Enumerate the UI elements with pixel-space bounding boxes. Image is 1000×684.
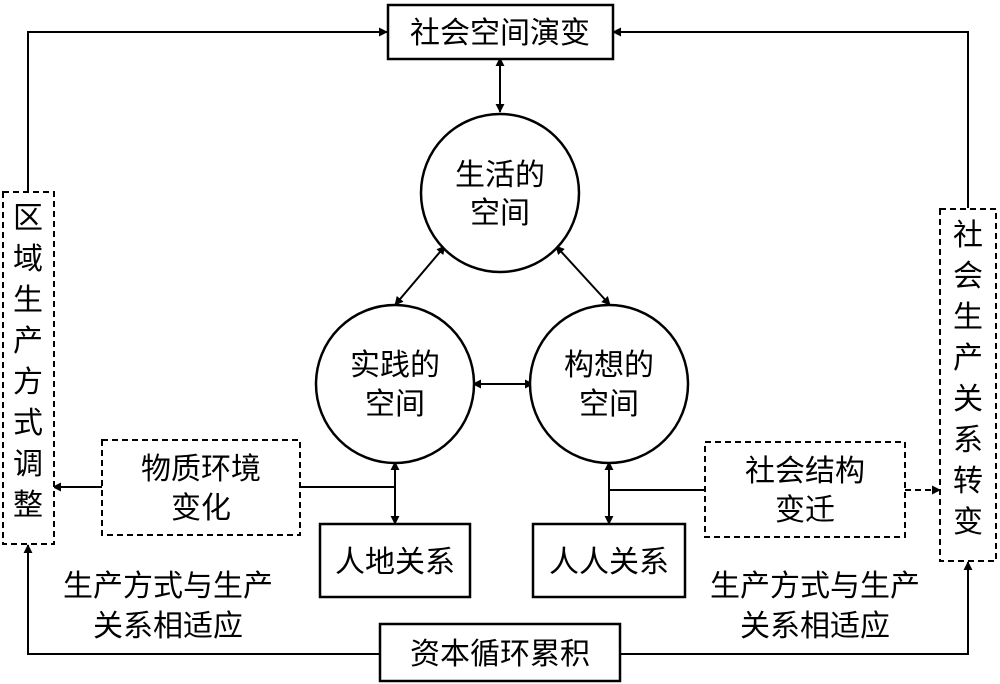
node-capital-accumulation: 资本循环累积 — [378, 622, 622, 683]
connectors — [23, 27, 973, 655]
label-left-adaptation: 生产方式与生产 关系相适应 — [63, 569, 273, 644]
node-social-structure-change: 社会结构 变迁 — [704, 441, 906, 538]
node-material-environment-change: 物质环境 变化 — [101, 439, 301, 536]
vertical-char: 调 — [13, 447, 43, 482]
arrow-capital-to-left — [23, 544, 380, 655]
node-human-land-label: 人地关系 — [335, 545, 455, 580]
arrow-lived-conceived — [555, 245, 611, 306]
node-practiced-space-line1: 实践的 — [350, 348, 440, 383]
vertical-char: 区 — [13, 201, 43, 236]
vertical-char: 产 — [953, 341, 983, 376]
vertical-char: 生 — [953, 300, 983, 335]
label-right-adaptation: 生产方式与生产 关系相适应 — [710, 569, 920, 644]
node-conceived-space-line2: 空间 — [579, 387, 639, 422]
node-structure-line1: 社会结构 — [745, 454, 865, 489]
node-regional-production-adjustment: 区 域 生 产 方 式 调 整 — [2, 191, 55, 545]
node-social-relations-transformation: 社 会 生 产 关 系 转 变 — [939, 208, 997, 562]
label-right-adaptation-line2: 关系相适应 — [740, 609, 890, 644]
vertical-char: 系 — [953, 423, 983, 458]
vertical-char: 方 — [13, 365, 43, 400]
node-practiced-space: 实践的 空间 — [314, 303, 476, 465]
node-human-human-label: 人人关系 — [549, 545, 669, 580]
vertical-char: 会 — [953, 259, 983, 294]
label-right-adaptation-line1: 生产方式与生产 — [710, 569, 920, 604]
node-human-land-relation: 人地关系 — [318, 522, 472, 599]
vertical-char: 域 — [13, 242, 43, 277]
vertical-char: 整 — [13, 488, 43, 523]
arrow-capital-to-right — [620, 561, 973, 655]
node-conceived-space: 构想的 空间 — [528, 303, 690, 465]
node-lived-space-line1: 生活的 — [455, 158, 545, 193]
node-practiced-space-line2: 空间 — [365, 387, 425, 422]
vertical-char: 变 — [953, 505, 983, 540]
arrow-lived-practiced — [394, 245, 446, 306]
vertical-char: 关 — [953, 382, 983, 417]
node-material-line2: 变化 — [171, 491, 231, 526]
node-lived-space: 生活的 空间 — [419, 112, 581, 274]
vertical-char: 社 — [953, 218, 983, 253]
arrow-right-to-top — [612, 27, 969, 208]
node-social-space-evolution-label: 社会空间演变 — [410, 16, 590, 51]
vertical-char: 生 — [13, 283, 43, 318]
node-capital-label: 资本循环累积 — [410, 637, 590, 672]
node-material-line1: 物质环境 — [141, 452, 261, 487]
label-left-adaptation-line2: 关系相适应 — [93, 609, 243, 644]
arrow-left-to-top — [27, 27, 388, 192]
node-structure-line2: 变迁 — [775, 493, 835, 528]
vertical-char: 产 — [13, 324, 43, 359]
vertical-char: 转 — [953, 464, 983, 499]
node-human-human-relation: 人人关系 — [531, 522, 687, 599]
node-conceived-space-line1: 构想的 — [564, 348, 654, 383]
label-left-adaptation-line1: 生产方式与生产 — [63, 569, 273, 604]
vertical-char: 式 — [13, 406, 43, 441]
node-lived-space-line2: 空间 — [470, 196, 530, 231]
node-social-space-evolution: 社会空间演变 — [386, 3, 615, 61]
